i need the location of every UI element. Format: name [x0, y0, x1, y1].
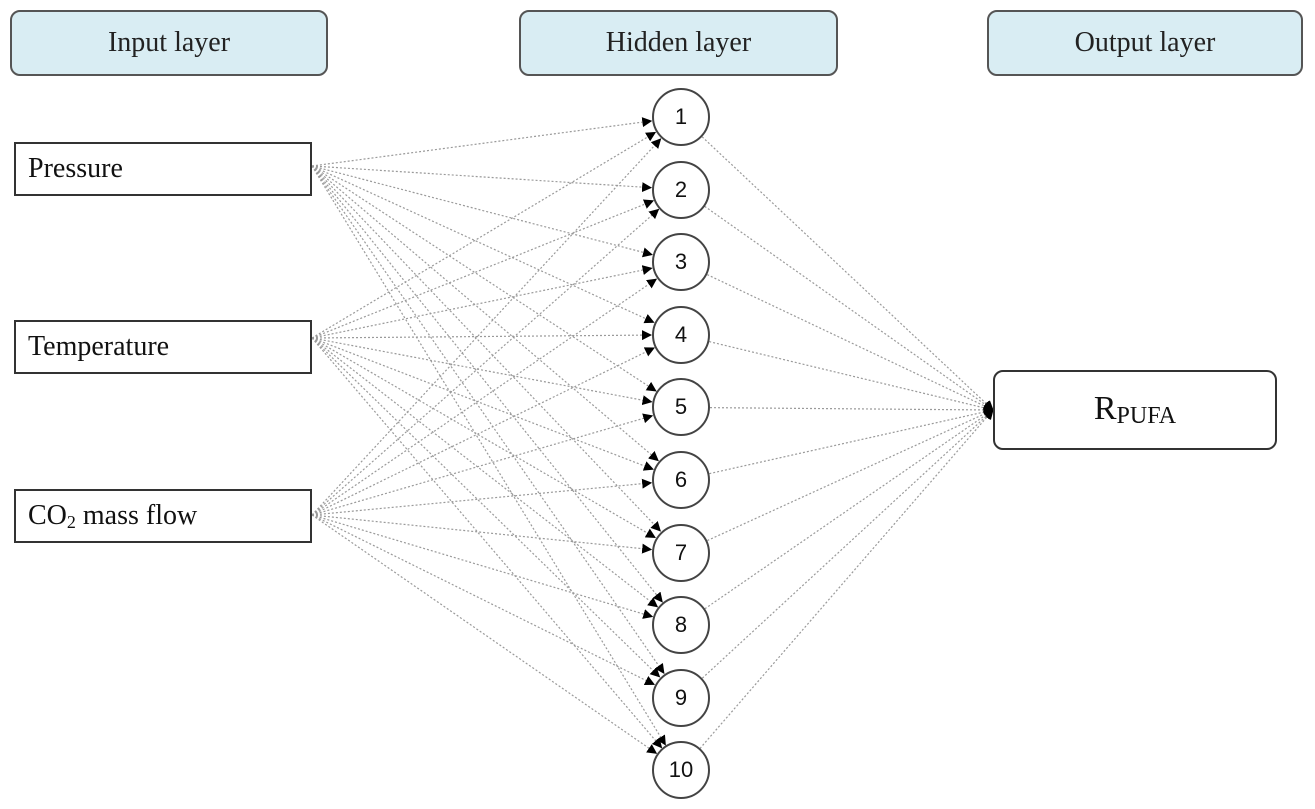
connection-input-3-to-hidden-5	[311, 413, 654, 516]
output-layer-header: Output layer	[987, 10, 1303, 76]
connection-input-2-to-hidden-5	[311, 337, 653, 406]
connection-hidden-3-to-output	[706, 274, 994, 411]
connection-input-3-to-hidden-9	[311, 514, 656, 686]
hidden-neuron-4: 4	[652, 305, 710, 364]
connection-input-2-to-hidden-1	[311, 131, 657, 339]
input-layer-header: Input layer	[10, 10, 328, 76]
connection-input-1-to-hidden-3	[311, 165, 653, 258]
input-node-co2-mass-flow: CO2 mass flow	[14, 489, 312, 543]
output-main: R	[1093, 390, 1117, 427]
connection-hidden-4-to-output	[709, 341, 994, 413]
co2-rest-text: mass flow	[75, 499, 198, 531]
input-node-temperature: Temperature	[14, 320, 312, 374]
connection-input-2-to-hidden-8	[311, 337, 659, 608]
connection-input-2-to-hidden-6	[311, 337, 654, 471]
connection-hidden-7-to-output	[707, 409, 994, 542]
hidden-neuron-9: 9	[652, 668, 710, 727]
connection-input-2-to-hidden-3	[311, 265, 653, 339]
hidden-neuron-1: 1	[652, 88, 710, 146]
co2-subscript: 2	[66, 511, 76, 532]
hidden-neuron-5: 5	[652, 378, 710, 437]
connection-input-2-to-hidden-10	[311, 337, 663, 749]
connection-input-3-to-hidden-4	[311, 347, 655, 516]
connection-input-3-to-hidden-8	[311, 514, 654, 619]
connection-input-1-to-hidden-7	[311, 165, 661, 532]
connection-input-3-to-hidden-3	[311, 278, 658, 516]
hidden-neuron-8: 8	[652, 596, 710, 655]
output-subscript: PUFA	[1116, 403, 1177, 429]
hidden-neuron-7: 7	[652, 523, 710, 582]
output-node-rpufa: RPUFA	[993, 370, 1277, 450]
connection-input-1-to-hidden-1	[311, 117, 653, 167]
connection-hidden-6-to-output	[709, 407, 994, 475]
connection-input-1-to-hidden-9	[311, 165, 665, 674]
input-label-temperature: Temperature	[28, 331, 170, 362]
connection-input-1-to-hidden-10	[311, 165, 666, 746]
connection-input-3-to-hidden-6	[311, 478, 653, 516]
connection-input-3-to-hidden-2	[311, 208, 660, 516]
output-label: RPUFA	[1094, 390, 1176, 430]
hidden-neuron-10: 10	[652, 741, 710, 800]
connection-hidden-5-to-output	[709, 404, 994, 415]
connection-hidden-9-to-output	[701, 409, 994, 679]
connection-input-2-to-hidden-9	[311, 337, 661, 678]
hidden-neuron-6: 6	[652, 451, 710, 509]
connection-hidden-1-to-output	[701, 136, 994, 411]
connection-input-1-to-hidden-5	[311, 165, 657, 392]
input-label-co2-mass-flow: CO2 mass flow	[28, 500, 197, 533]
connection-hidden-2-to-output	[704, 205, 994, 411]
hidden-neuron-2: 2	[652, 160, 710, 219]
connection-input-3-to-hidden-1	[311, 138, 662, 516]
connection-hidden-10-to-output	[699, 409, 994, 749]
connection-input-2-to-hidden-2	[311, 199, 655, 339]
connection-input-1-to-hidden-4	[311, 165, 655, 324]
connection-input-2-to-hidden-7	[311, 337, 656, 539]
connection-input-3-to-hidden-7	[311, 514, 653, 554]
connection-hidden-8-to-output	[704, 409, 994, 610]
input-node-pressure: Pressure	[14, 142, 312, 196]
hidden-layer-header: Hidden layer	[519, 10, 838, 76]
hidden-neuron-3: 3	[652, 233, 710, 292]
connection-input-1-to-hidden-2	[311, 165, 653, 193]
input-label-pressure: Pressure	[28, 153, 123, 184]
connection-input-3-to-hidden-10	[311, 514, 658, 754]
connection-input-1-to-hidden-8	[311, 165, 663, 603]
connection-input-2-to-hidden-4	[311, 330, 653, 341]
co2-main-text: CO	[28, 499, 67, 531]
